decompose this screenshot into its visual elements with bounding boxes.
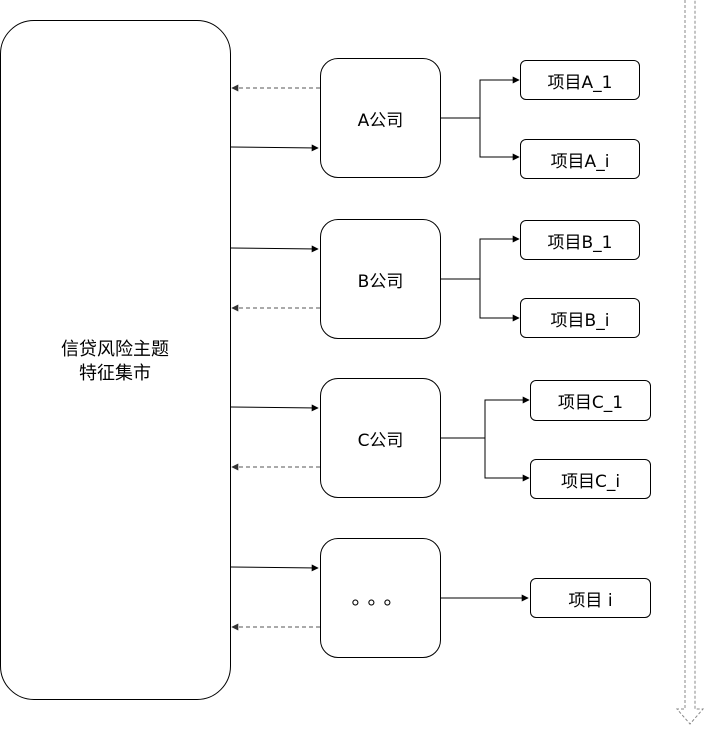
feature-mart-label-line1: 信贷风险主题 [61, 339, 169, 360]
feature-mart-container [0, 20, 231, 700]
feature-mart-label: 信贷风险主题 特征集市 [0, 338, 230, 386]
project-a-1[interactable]: 项目A_1 [520, 60, 640, 100]
connector-a-projects [440, 79, 518, 158]
arrow-mart-to-a [230, 144, 319, 152]
connector-b-projects [440, 238, 518, 319]
project-a-i[interactable]: 项目A_i [520, 139, 640, 179]
connector-c-projects [440, 399, 528, 479]
arrow-mart-to-c [230, 404, 319, 412]
company-b-box[interactable]: B公司 [320, 219, 441, 339]
project-b-1[interactable]: 项目B_1 [520, 220, 640, 260]
arrow-mart-to-ellipsis [230, 564, 319, 572]
project-b-i[interactable]: 项目B_i [520, 298, 640, 338]
arrow-mart-to-b [230, 245, 319, 253]
company-c-box[interactable]: C公司 [320, 378, 441, 498]
project-i[interactable]: 项目 i [530, 578, 651, 618]
company-a-box[interactable]: A公司 [320, 58, 441, 178]
feature-mart-label-line2: 特征集市 [79, 363, 151, 384]
project-c-1[interactable]: 项目C_1 [530, 380, 651, 421]
project-c-i[interactable]: 项目C_i [530, 459, 651, 499]
company-ellipsis-box[interactable]: 。。。 [320, 538, 441, 658]
vertical-flow-arrow [675, 0, 705, 725]
